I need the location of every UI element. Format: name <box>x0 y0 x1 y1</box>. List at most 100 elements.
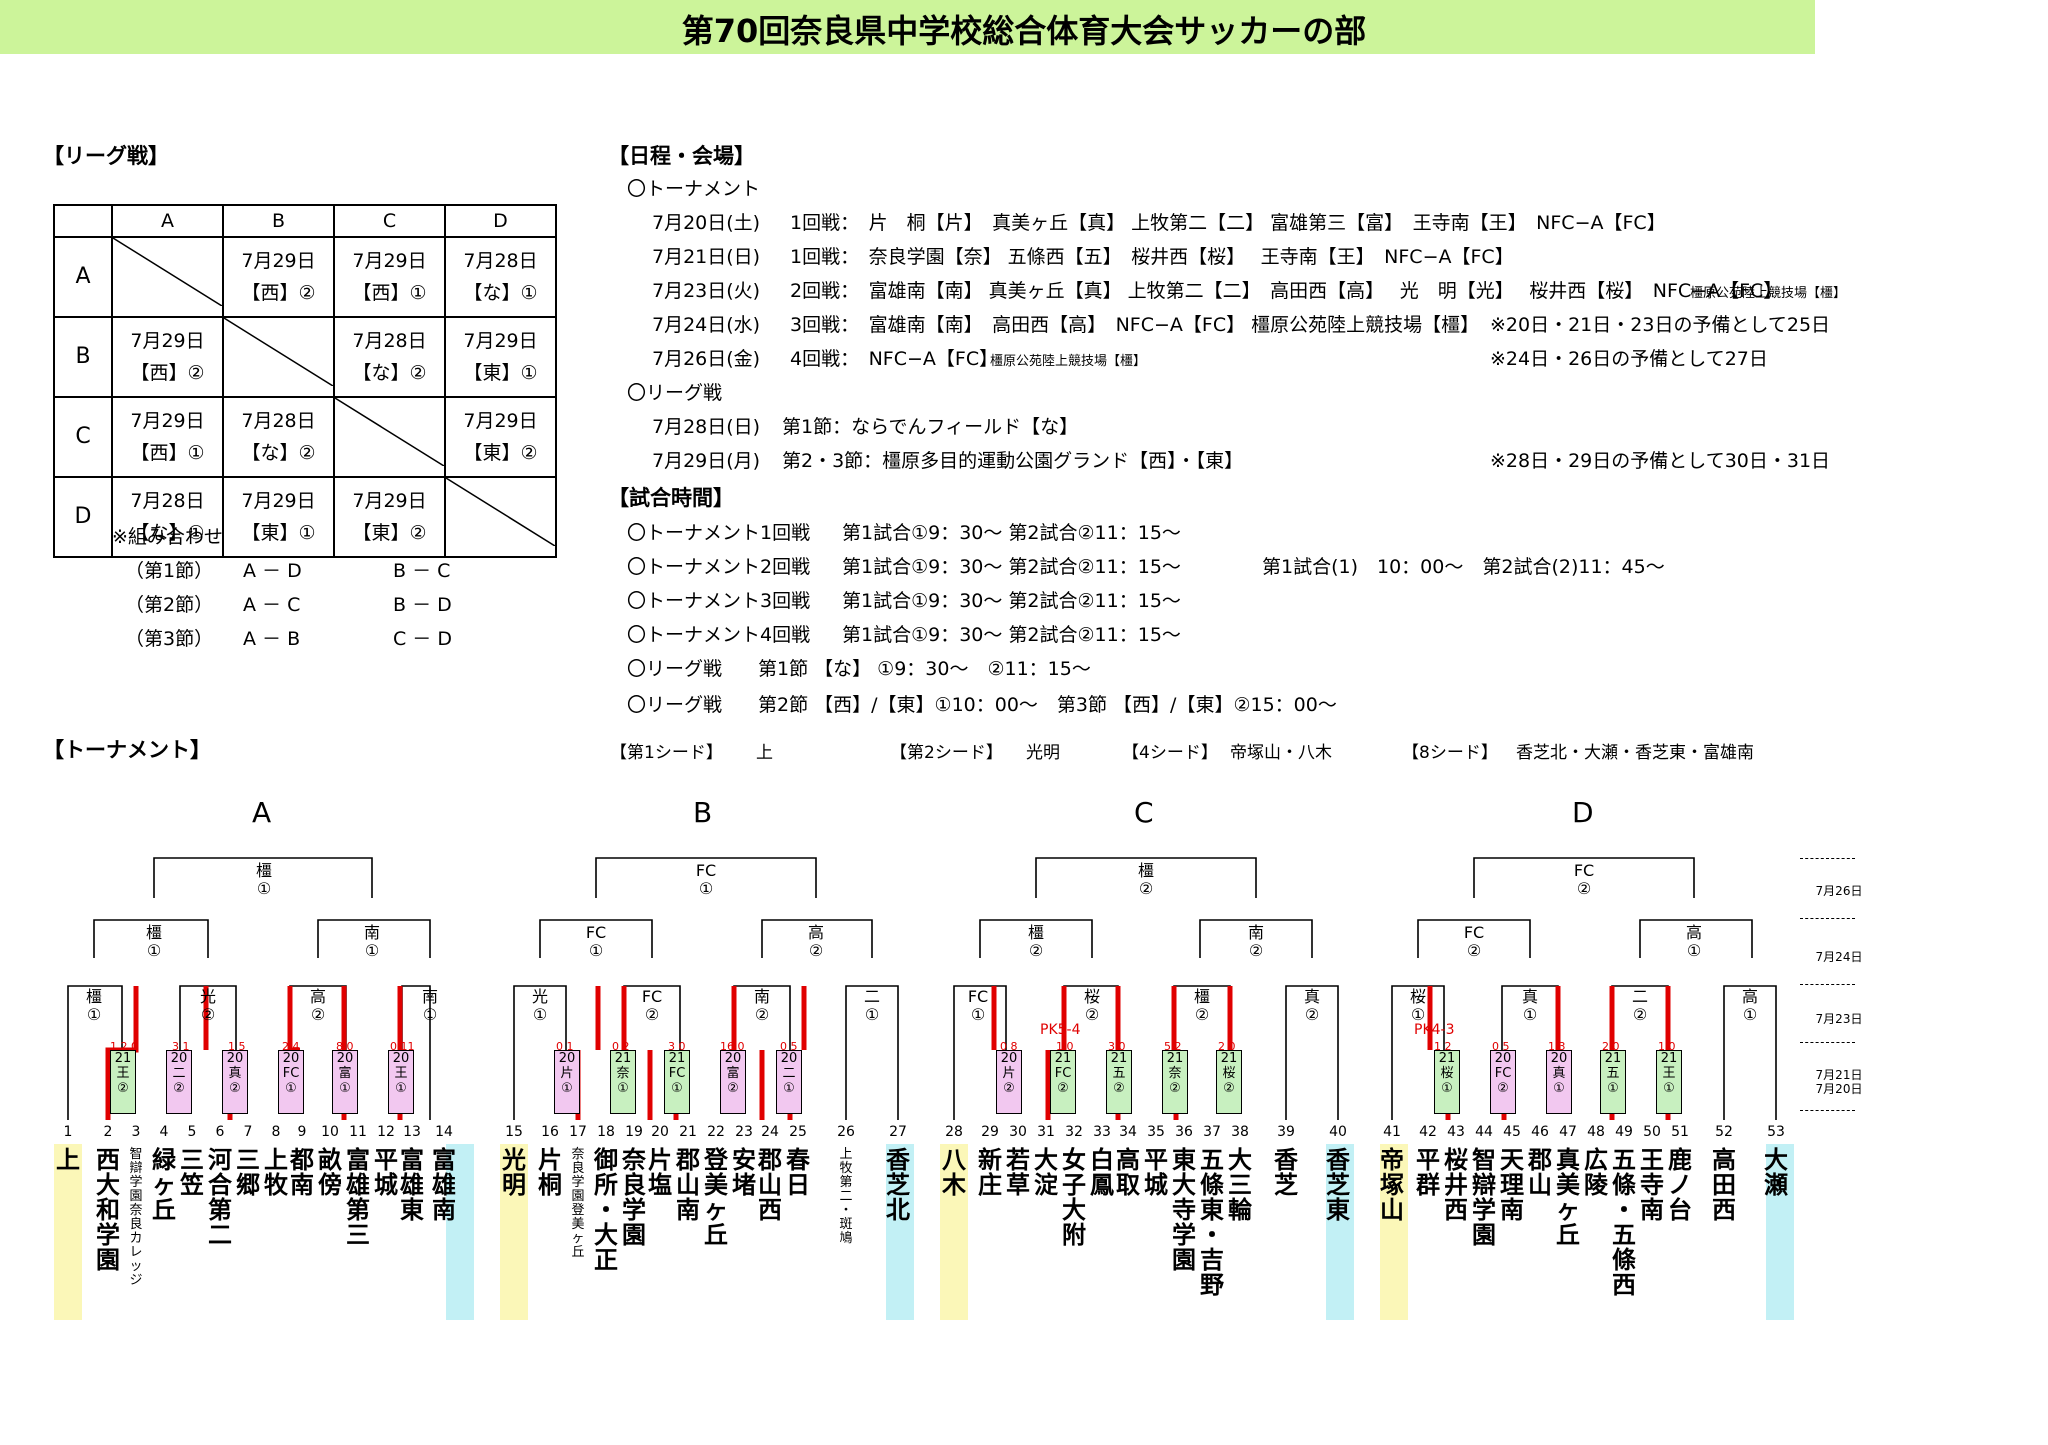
cell-date: 7月29日 <box>130 330 205 352</box>
league-row-c: C <box>53 396 113 478</box>
team-name: 奈良学園 <box>622 1146 646 1249</box>
slot-number: 24 <box>761 1124 779 1140</box>
schedule-note: ※24日・26日の予備として27日 <box>1490 348 1768 370</box>
team-name: 片塩 <box>648 1146 672 1199</box>
match-score: 1 2 0 <box>110 1040 138 1053</box>
block-d-label: D <box>1572 796 1594 829</box>
slot-number: 7 <box>243 1124 253 1140</box>
cell-venue: 【西】② <box>241 282 316 304</box>
team-name: 光明 <box>502 1146 526 1199</box>
league-col-d: D <box>444 204 557 238</box>
schedule-date: 7月21日(日) <box>652 246 761 268</box>
date-label: 7月23日 <box>1815 1012 1863 1026</box>
match-score: 5 2 <box>1164 1040 1182 1053</box>
schedule-date: 7月23日(火) <box>652 280 761 302</box>
team-name: 五條東・吉野 <box>1200 1146 1224 1299</box>
slot-number: 22 <box>707 1124 725 1140</box>
seed-label: 【第1シード】 <box>610 743 723 763</box>
league-cell: 7月28日【な】① <box>111 476 224 558</box>
match-score: 0 8 <box>1000 1040 1018 1053</box>
league-section-title: 【リーグ戦】 <box>43 144 169 168</box>
schedule-small-venue: 橿原公苑陸上競技場【橿】 <box>990 354 1147 369</box>
schedule-date: 7月28日(日) <box>652 416 761 438</box>
team-name: 東大寺学園 <box>1172 1146 1196 1274</box>
seed-highlight <box>1766 1144 1794 1320</box>
diagonal-line <box>112 237 223 307</box>
schedule-date: 7月20日(土) <box>652 212 761 234</box>
match-score: 1 2 <box>1434 1040 1452 1053</box>
cell-date: 7月28日 <box>352 330 427 352</box>
schedule-text: 1回戦： 片 桐【片】 真美ヶ丘【真】 上牧第二【二】 富雄第三【富】 王寺南【… <box>790 212 1666 234</box>
slot-number: 2 <box>103 1124 113 1140</box>
slot-number: 31 <box>1037 1124 1055 1140</box>
cell-venue: 【東】② <box>463 442 538 464</box>
match-score: 16 0 <box>720 1040 745 1053</box>
league-table: A B C D A 7月29日【西】② 7月29日【西】① 7月28日【な】① … <box>53 204 557 558</box>
team-name: 八木 <box>942 1146 966 1199</box>
date-label: 7月20日 <box>1815 1082 1863 1096</box>
slot-number: 27 <box>889 1124 907 1140</box>
slot-number: 11 <box>349 1124 367 1140</box>
league-row-d: D <box>53 476 113 558</box>
combo-match: B － D <box>393 594 452 616</box>
times-text: 第1節 【な】 ①9：30～ ②11：15～ <box>758 658 1091 680</box>
slot-number: 53 <box>1767 1124 1785 1140</box>
seed-label: 【第2シード】 <box>890 743 1003 763</box>
date-label: 7月24日 <box>1815 950 1863 964</box>
match-score: 1 0 <box>1658 1040 1676 1053</box>
team-name: 平城 <box>374 1146 398 1199</box>
cell-date: 7月28日 <box>463 250 538 272</box>
slot-number: 10 <box>321 1124 339 1140</box>
league-diagonal-cell <box>333 396 446 478</box>
date-divider <box>1800 984 1855 985</box>
slot-number: 29 <box>981 1124 999 1140</box>
match-score: 2 0 <box>1218 1040 1236 1053</box>
date-label: 7月26日 <box>1815 884 1863 898</box>
slot-number: 43 <box>1447 1124 1465 1140</box>
cell-venue: 【西】① <box>352 282 427 304</box>
seed-label: 【4シード】 <box>1122 743 1218 763</box>
slot-number: 23 <box>735 1124 753 1140</box>
seed-value: 光明 <box>1026 743 1060 763</box>
times-text: 第2節 【西】/【東】①10：00～ 第3節 【西】/【東】②15：00～ <box>758 694 1337 716</box>
match-score: 1 3 <box>1548 1040 1566 1053</box>
cell-date: 7月29日 <box>241 250 316 272</box>
slot-number: 13 <box>403 1124 421 1140</box>
tournament-section-title: 【トーナメント】 <box>43 738 211 762</box>
match-score: 3 1 <box>172 1040 190 1053</box>
date-label: 7月21日 <box>1815 1068 1863 1082</box>
slot-number: 49 <box>1615 1124 1633 1140</box>
date-divider <box>1800 1110 1855 1111</box>
team-name: 大瀬 <box>1764 1146 1788 1199</box>
slot-number: 9 <box>297 1124 307 1140</box>
league-corner <box>53 204 113 238</box>
team-name: 天理南 <box>1500 1146 1524 1224</box>
combo-match: B － C <box>393 560 451 582</box>
team-name: 香芝北 <box>886 1146 910 1224</box>
slot-number: 47 <box>1559 1124 1577 1140</box>
diagonal-line <box>223 317 334 387</box>
match-score: 1 5 <box>228 1040 246 1053</box>
seed-label: 【8シード】 <box>1402 743 1498 763</box>
league-cell: 7月29日【東】① <box>444 316 557 398</box>
combo-round: （第3節） <box>125 628 214 650</box>
combo-round: （第2節） <box>125 594 214 616</box>
